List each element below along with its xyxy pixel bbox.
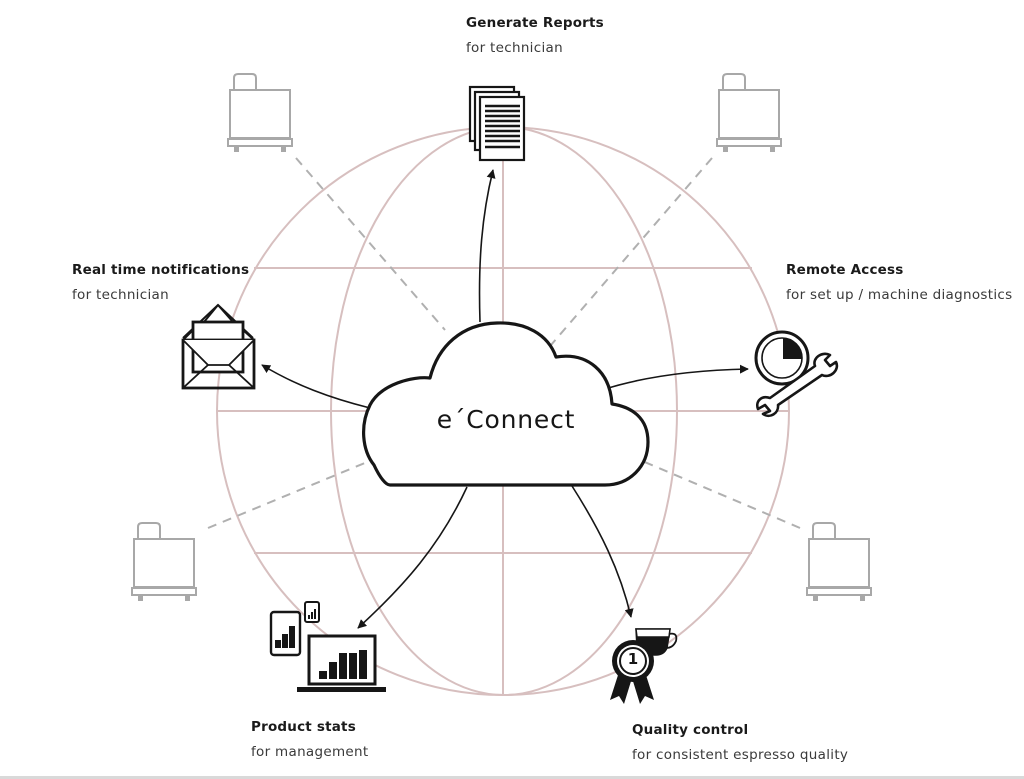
arrow-to-product-stats (357, 486, 468, 629)
feature-subtitle: for set up / machine diagnostics (786, 287, 1013, 303)
center-label: e´Connect (436, 405, 576, 434)
feature-title: Remote Access (786, 262, 904, 278)
feature-real-time-notifications: Real time notifications for technician (72, 261, 249, 304)
arrow-to-remote-access (604, 364, 749, 390)
arrow-to-generate-reports (478, 169, 496, 323)
feature-title: Quality control (632, 722, 749, 738)
coffee-machine-icon (806, 522, 872, 601)
bottom-divider (0, 776, 1024, 779)
cloud-icon (362, 321, 650, 487)
arrow-to-quality-control (571, 485, 634, 618)
devices-bar-chart-icon (269, 601, 386, 692)
documents-icon (468, 85, 526, 162)
arrow-to-notifications (261, 364, 371, 409)
machine-link-top-right (544, 157, 713, 353)
gauge-wrench-icon (754, 330, 839, 418)
feature-arrows (261, 169, 749, 629)
machine-link-top-left (295, 157, 446, 331)
coffee-machine-icon (716, 73, 782, 152)
machine-link-bottom-right (639, 459, 801, 529)
coffee-machine-icon (131, 522, 197, 601)
feature-title: Generate Reports (466, 15, 604, 31)
feature-title: Product stats (251, 719, 356, 735)
feature-remote-access: Remote Access for set up / machine diagn… (786, 261, 1012, 304)
feature-subtitle: for technician (466, 40, 563, 56)
feature-quality-control: Quality control for consistent espresso … (632, 721, 848, 764)
machine-link-bottom-left (207, 459, 373, 529)
coffee-machine-icon (227, 73, 293, 152)
feature-subtitle: for management (251, 744, 369, 760)
feature-title: Real time notifications (72, 262, 250, 278)
award-cup-icon (610, 628, 678, 704)
machine-links (207, 157, 801, 529)
award-number: 1 (627, 650, 639, 668)
feature-subtitle: for consistent espresso quality (632, 747, 849, 763)
feature-subtitle: for technician (72, 287, 169, 303)
feature-generate-reports: Generate Reports for technician (466, 14, 604, 57)
feature-product-stats: Product stats for management (251, 718, 369, 761)
open-envelope-icon (181, 303, 256, 390)
